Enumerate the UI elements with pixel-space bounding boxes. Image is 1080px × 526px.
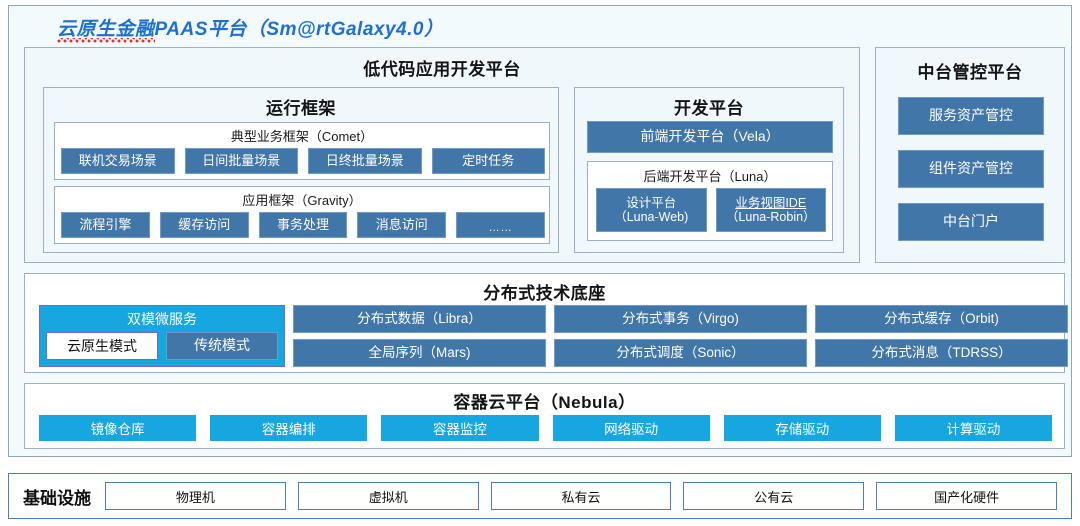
dualmode-items: 云原生模式 传统模式 (46, 332, 278, 360)
chip-dist-virgo[interactable]: 分布式事务（Virgo) (554, 305, 807, 333)
chip-comet-0[interactable]: 联机交易场景 (61, 148, 175, 174)
chip-luna-robin-line1: 业务视图IDE (735, 196, 807, 210)
chip-dist-tdrss[interactable]: 分布式消息（TDRSS） (815, 339, 1068, 367)
chip-infra-2[interactable]: 私有云 (490, 482, 672, 510)
chip-luna-robin-line2: （Luna-Robin） (725, 210, 816, 224)
section-distributed-base: 分布式技术底座 双模微服务 云原生模式 传统模式 分布式数据（Libra） 全局… (24, 273, 1068, 373)
chip-gravity-3[interactable]: 消息访问 (357, 212, 447, 238)
page-title-misspelled-part: 云原生金融 (57, 19, 155, 46)
subsection-runtime-framework: 运行框架 典型业务框架（Comet） 联机交易场景 日间批量场景 日终批量场景 … (43, 87, 559, 253)
chip-luna-web[interactable]: 设计平台 （Luna-Web) (596, 188, 707, 232)
container-cloud-title: 容器云平台（Nebula） (453, 393, 636, 412)
subsection-development-platform: 开发平台 前端开发平台（Vela） 后端开发平台（Luna） 设计平台 （Lun… (574, 87, 844, 253)
chip-gravity-0[interactable]: 流程引擎 (61, 212, 150, 238)
section-lowcode-platform: 低代码应用开发平台 运行框架 典型业务框架（Comet） 联机交易场景 日间批量… (24, 47, 860, 263)
chip-luna-web-line2: （Luna-Web) (614, 210, 689, 224)
group-dualmode-microservice: 双模微服务 云原生模式 传统模式 (39, 305, 285, 367)
chip-comet-1[interactable]: 日间批量场景 (184, 148, 298, 174)
chip-luna-robin[interactable]: 业务视图IDE （Luna-Robin） (715, 188, 826, 232)
luna-items: 设计平台 （Luna-Web) 业务视图IDE （Luna-Robin） (596, 188, 826, 232)
luna-title: 后端开发平台（Luna） (643, 169, 777, 184)
container-cloud-items: 镜像仓库 容器编排 容器监控 网络驱动 存储驱动 计算驱动 (39, 415, 1053, 441)
chip-container-4[interactable]: 存储驱动 (723, 415, 881, 441)
chip-gravity-more[interactable]: …… (456, 212, 545, 238)
chip-midoffice-2[interactable]: 中台门户 (898, 203, 1044, 241)
section-midoffice-platform: 中台管控平台 服务资产管控 组件资产管控 中台门户 (875, 47, 1065, 263)
page-title: 云原生金融PAAS平台（Sm@rtGalaxy4.0） (57, 14, 443, 41)
chip-gravity-2[interactable]: 事务处理 (258, 212, 348, 238)
group-gravity: 应用框架（Gravity） 流程引擎 缓存访问 事务处理 消息访问 …… (54, 186, 550, 244)
chip-dist-mars[interactable]: 全局序列（Mars) (293, 339, 546, 367)
chip-comet-2[interactable]: 日终批量场景 (308, 148, 422, 174)
gravity-items: 流程引擎 缓存访问 事务处理 消息访问 …… (61, 212, 545, 238)
devplatform-title: 开发平台 (674, 99, 744, 118)
chip-infra-4[interactable]: 国产化硬件 (876, 482, 1057, 510)
chip-dist-sonic[interactable]: 分布式调度（Sonic） (554, 339, 807, 367)
distbase-grid: 双模微服务 云原生模式 传统模式 分布式数据（Libra） 全局序列（Mars)… (39, 305, 1068, 367)
dualmode-title: 双模微服务 (127, 311, 197, 327)
chip-container-3[interactable]: 网络驱动 (552, 415, 710, 441)
lowcode-title: 低代码应用开发平台 (363, 60, 521, 79)
chip-cloud-native-mode[interactable]: 云原生模式 (46, 332, 158, 360)
chip-infra-0[interactable]: 物理机 (105, 482, 286, 510)
infrastructure-label: 基础设施 (23, 488, 91, 508)
group-comet: 典型业务框架（Comet） 联机交易场景 日间批量场景 日终批量场景 定时任务 (54, 122, 550, 180)
chip-comet-3[interactable]: 定时任务 (431, 148, 545, 174)
chip-container-2[interactable]: 容器监控 (381, 415, 539, 441)
chip-dist-orbit[interactable]: 分布式缓存（Orbit) (815, 305, 1068, 333)
chip-container-0[interactable]: 镜像仓库 (39, 415, 197, 441)
chip-traditional-mode[interactable]: 传统模式 (166, 332, 278, 360)
chip-gravity-1[interactable]: 缓存访问 (159, 212, 249, 238)
platform-outer-frame: 云原生金融PAAS平台（Sm@rtGalaxy4.0） 低代码应用开发平台 运行… (8, 5, 1072, 457)
page-title-rest: PAAS平台（Sm@rtGalaxy4.0） (154, 19, 444, 40)
group-luna: 后端开发平台（Luna） 设计平台 （Luna-Web) 业务视图IDE （Lu… (587, 161, 833, 241)
chip-container-1[interactable]: 容器编排 (210, 415, 368, 441)
chip-container-5[interactable]: 计算驱动 (894, 415, 1053, 441)
section-infrastructure: 基础设施 物理机 虚拟机 私有云 公有云 国产化硬件 (8, 473, 1072, 519)
chip-dist-libra[interactable]: 分布式数据（Libra） (293, 305, 546, 333)
comet-items: 联机交易场景 日间批量场景 日终批量场景 定时任务 (61, 148, 545, 174)
distbase-column-2: 分布式事务（Virgo) 分布式调度（Sonic） (554, 305, 807, 367)
chip-midoffice-0[interactable]: 服务资产管控 (898, 97, 1044, 135)
midoffice-title: 中台管控平台 (917, 63, 1023, 82)
distbase-title: 分布式技术底座 (483, 284, 606, 303)
chip-infra-3[interactable]: 公有云 (683, 482, 865, 510)
runtime-title: 运行框架 (266, 99, 336, 118)
chip-frontend-vela[interactable]: 前端开发平台（Vela） (587, 121, 833, 153)
section-container-cloud: 容器云平台（Nebula） 镜像仓库 容器编排 容器监控 网络驱动 存储驱动 计… (24, 383, 1065, 449)
comet-title: 典型业务框架（Comet） (230, 129, 374, 144)
chip-midoffice-1[interactable]: 组件资产管控 (898, 150, 1044, 188)
chip-luna-web-line1: 设计平台 (626, 196, 677, 210)
chip-infra-1[interactable]: 虚拟机 (297, 482, 479, 510)
distbase-column-1: 分布式数据（Libra） 全局序列（Mars) (293, 305, 546, 367)
gravity-title: 应用框架（Gravity） (242, 193, 362, 208)
distbase-column-3: 分布式缓存（Orbit) 分布式消息（TDRSS） (815, 305, 1068, 367)
infrastructure-items: 物理机 虚拟机 私有云 公有云 国产化硬件 (105, 482, 1057, 510)
